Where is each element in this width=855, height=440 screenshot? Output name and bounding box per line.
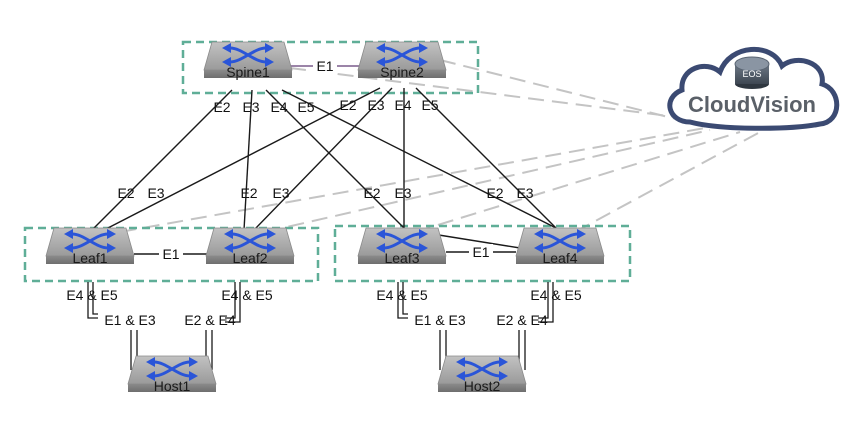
spine-peer-label: E1 (316, 58, 333, 74)
spine1-switch[interactable]: Spine1 (202, 40, 294, 80)
uplink-lines (91, 87, 557, 231)
spine-peer-label-bg (313, 58, 337, 74)
leaf2-switch[interactable]: Leaf2 (204, 226, 296, 266)
leaf3-label: Leaf3 (384, 250, 419, 266)
link-s1e4-leaf3 (265, 89, 405, 229)
leaf4-switch[interactable]: Leaf4 (514, 226, 606, 266)
eos-badge: EOS (734, 56, 770, 89)
link-s2e5-leaf4 (415, 87, 557, 229)
link-s1e5-leaf4 (281, 89, 557, 229)
leaf34-peer-label-bg (469, 244, 493, 260)
host2-right-port-label: E2 & E4 (496, 312, 548, 328)
spine2-port-e2: E2 (339, 97, 356, 113)
host2-label: Host2 (464, 378, 501, 394)
leaf-downlink-labels: E4 & E5 E4 & E5 E4 & E5 E4 & E5 (66, 287, 582, 303)
leaf12-peer-label: E1 (162, 246, 179, 262)
leaf2-down-bracket (225, 282, 241, 323)
spine1-port-e2: E2 (213, 99, 230, 115)
spine1-port-e3: E3 (242, 99, 259, 115)
spine2-port-e3: E3 (367, 97, 384, 113)
host2-left-port-label: E1 & E3 (414, 312, 466, 328)
leaf1-label: Leaf1 (72, 250, 107, 266)
management-links (119, 59, 761, 233)
leaf1-downlink-label: E4 & E5 (66, 287, 118, 303)
leaf4-uplink-e2: E2 (486, 185, 503, 201)
link-s1e3-leaf2 (243, 89, 253, 231)
spine2-switch[interactable]: Spine2 (356, 40, 448, 80)
leaf-uplink-labels: E2 E3 E2 E3 E2 E3 E2 E3 (117, 185, 533, 201)
mgmt-line-spine2 (439, 59, 701, 126)
leaf4-uplink-e3: E3 (516, 185, 533, 201)
host-port-labels: E1 & E3 E2 & E4 E1 & E3 E2 & E4 (104, 312, 548, 328)
leaf2-uplink-e2: E2 (240, 185, 257, 201)
leaf12-group-box (23, 226, 320, 283)
host1-right-port-label: E2 & E4 (184, 312, 236, 328)
leaf12-peer-label-bg (159, 246, 183, 262)
spine2-port-e5: E5 (421, 97, 438, 113)
spine2-port-labels: E2 E3 E4 E5 (339, 97, 438, 113)
host1-left-port-label: E1 & E3 (104, 312, 156, 328)
host1-label: Host1 (154, 378, 191, 394)
leaf4-label: Leaf4 (542, 250, 577, 266)
leaf1-down-bracket (87, 282, 98, 319)
leaf4-downlink-label: E4 & E5 (530, 287, 582, 303)
leaf1-uplink-e2: E2 (117, 185, 134, 201)
mgmt-line-leaf1 (119, 127, 706, 233)
spine1-port-e4: E4 (270, 99, 287, 115)
leaf2-label: Leaf2 (232, 250, 267, 266)
mgmt-line-spine1 (289, 67, 701, 121)
eos-badge-label: EOS (742, 69, 761, 79)
host1-switch[interactable]: Host1 (126, 354, 218, 394)
leaf34-peer-label: E1 (472, 244, 489, 260)
spine1-port-e5: E5 (297, 99, 314, 115)
mgmt-line-leaf3 (414, 131, 741, 233)
leaf2-downlink-label: E4 & E5 (221, 287, 273, 303)
cloudvision-cloud[interactable]: EOS CloudVision (667, 47, 840, 131)
leaf34-group-box (333, 224, 632, 283)
leaf1-switch[interactable]: Leaf1 (44, 226, 136, 266)
host2-switch[interactable]: Host2 (436, 354, 528, 394)
mgmt-line-leaf4 (574, 131, 761, 233)
spine2-label: Spine2 (380, 64, 424, 80)
leaf3-downlink-label: E4 & E5 (376, 287, 428, 303)
leaf3-switch[interactable]: Leaf3 (356, 226, 448, 266)
link-s1e2-leaf1 (91, 89, 233, 231)
leaf3-uplink-e3: E3 (394, 185, 411, 201)
spine1-label: Spine1 (226, 64, 270, 80)
cloudvision-label: CloudVision (688, 92, 816, 117)
leaf3-uplink-e2: E2 (363, 185, 380, 201)
leaf2-uplink-e3: E3 (272, 185, 289, 201)
spine2-port-e4: E4 (394, 97, 411, 113)
spine-group-box (181, 40, 480, 95)
spine1-port-labels: E2 E3 E4 E5 (213, 99, 314, 115)
link-s2e3-leaf2 (253, 87, 393, 231)
leaf4-down-bracket (538, 282, 554, 323)
leaf3-down-bracket (397, 282, 408, 319)
mgmt-line-leaf2 (264, 129, 711, 233)
leaf1-uplink-e3: E3 (147, 185, 164, 201)
link-s2e2-leaf1 (103, 87, 381, 231)
